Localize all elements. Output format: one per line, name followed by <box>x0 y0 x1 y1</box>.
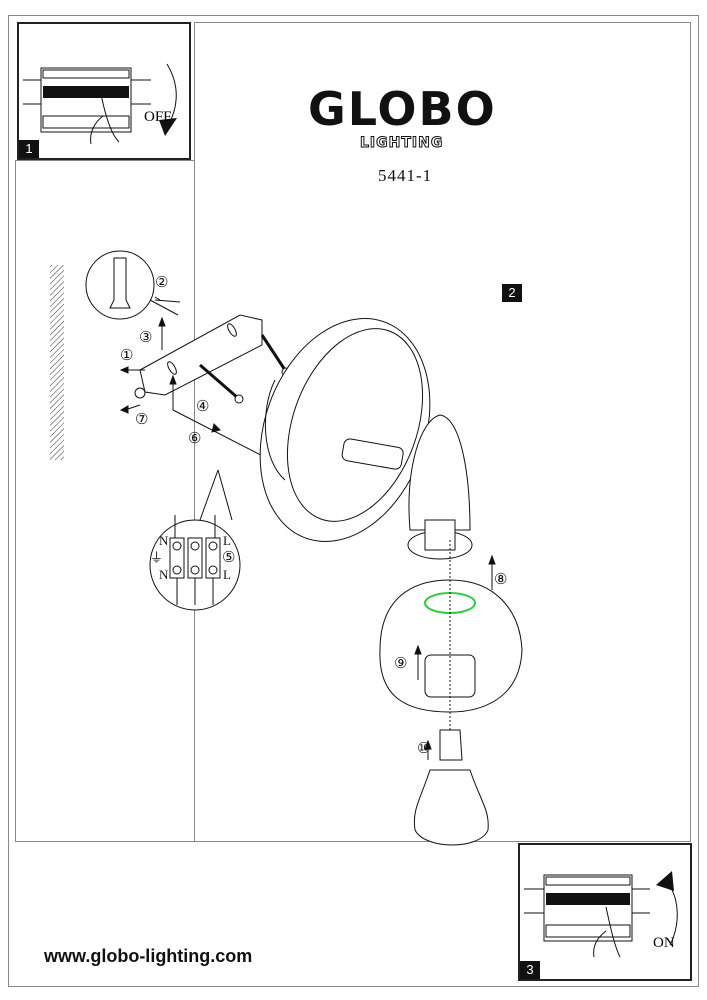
bulb-socket <box>439 729 463 761</box>
arrow-head <box>169 374 177 385</box>
callout-10: ⑩ <box>417 741 431 757</box>
arrow-head <box>158 316 166 327</box>
lamp-shade <box>379 579 523 713</box>
callout-1: ① <box>120 348 134 364</box>
terminal-l-bottom: L <box>223 567 231 582</box>
arrow-head <box>119 405 129 414</box>
step-3-panel: ON 3 <box>518 843 692 981</box>
light-bulb <box>413 769 489 846</box>
mounting-bracket <box>139 314 263 396</box>
model-number: 5441-1 <box>378 166 433 185</box>
breaker-switch-off-illustration: OFF <box>23 63 177 145</box>
website-url: www.globo-lighting.com <box>44 946 253 966</box>
brand-logo: GLOBO <box>308 82 497 136</box>
main-area-left-frame <box>15 160 195 842</box>
arrow <box>154 296 181 303</box>
callout-2: ② <box>155 275 169 291</box>
terminal-n-bottom: N <box>159 567 169 582</box>
wall-screw-upper <box>260 334 287 371</box>
breaker-switch-on-illustration: ON <box>524 871 678 958</box>
callout-8: ⑧ <box>494 572 508 588</box>
arrow-head <box>119 366 129 374</box>
arrow-head <box>211 423 221 433</box>
terminal-block <box>169 515 221 605</box>
arrow-head <box>424 739 432 750</box>
terminal-l-top: L <box>223 533 231 548</box>
wall-hatch <box>50 265 64 460</box>
arrow-head <box>414 644 422 655</box>
step-1-badge: 1 <box>19 140 39 158</box>
arrow-head <box>488 554 496 565</box>
terminal-n-top: N <box>159 533 169 548</box>
step-3-badge: 3 <box>520 961 540 979</box>
earth-ground-icon: ⏚ <box>150 550 164 565</box>
callout-7: ⑦ <box>135 412 149 428</box>
callout-9: ⑨ <box>394 656 408 672</box>
callout-4: ④ <box>196 399 210 415</box>
wall-plug-detail <box>85 250 155 320</box>
terminal-block-detail <box>149 519 241 611</box>
step-2-badge: 2 <box>502 284 522 302</box>
callout-3: ③ <box>139 330 153 346</box>
callout-6: ⑥ <box>188 431 202 447</box>
step-1-panel: OFF 1 <box>17 22 191 160</box>
callout-5: ⑤ <box>222 550 236 566</box>
on-label: ON <box>653 935 675 951</box>
page-frame <box>8 15 699 987</box>
wall-plug <box>109 257 131 309</box>
bracket-screw <box>134 387 146 399</box>
brand-sub-logo: LIGHTING <box>359 135 444 151</box>
off-label: OFF <box>144 109 172 125</box>
wall-screw-lower <box>199 363 239 400</box>
spot-head <box>408 414 471 531</box>
